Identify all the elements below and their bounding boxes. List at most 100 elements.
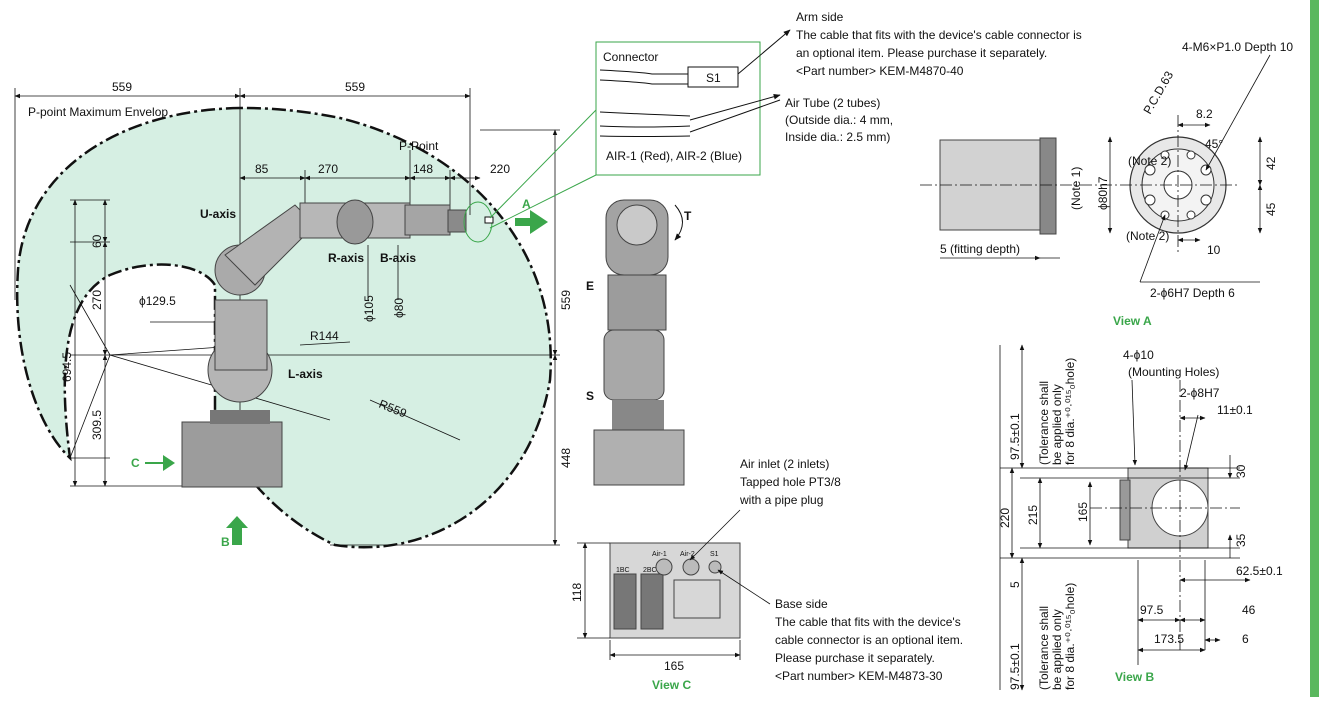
dim-118: 118 — [570, 583, 584, 602]
phi-80: ϕ80 — [392, 298, 406, 318]
view-a: 4-M6×P1.0 Depth 10 P.C.D.63 8.2 45° (Not… — [920, 40, 1293, 328]
dim-5: 5 — [1008, 581, 1022, 588]
s-label: S — [586, 389, 594, 403]
base-side-title: Base side — [775, 597, 828, 611]
view-c-title: View C — [652, 678, 691, 692]
envelope-label: P-point Maximum Envelop — [28, 105, 168, 119]
dim-165-c: 165 — [664, 659, 684, 673]
air-inlet-line-3: with a pipe plug — [739, 493, 823, 507]
tol-top-line-3: for 8 dia.⁺⁰·⁰¹⁵₀hole) — [1063, 358, 1077, 465]
base-side-line-4: <Part number> KEM-M4873-30 — [775, 669, 943, 683]
side-view: T E S — [586, 199, 692, 486]
conn-1bc: 1BC — [616, 567, 630, 574]
port-air-1: Air-1 — [652, 551, 667, 558]
conn-2bc: 2BC — [643, 567, 657, 574]
p-point-envelope — [15, 106, 553, 549]
dim-448: 448 — [559, 448, 573, 468]
arm-side-line-3: <Part number> KEM-M4870-40 — [796, 64, 964, 78]
e-label: E — [586, 279, 594, 293]
connector-inset: Connector S1 AIR-1 (Red), AIR-2 (Blue) A… — [595, 10, 1082, 176]
dim-11: 11±0.1 — [1217, 403, 1253, 417]
m6-label: 4-M6×P1.0 Depth 10 — [1182, 40, 1293, 54]
dim-30: 30 — [1234, 464, 1248, 478]
u-axis-label: U-axis — [200, 207, 236, 221]
dim-45: 45 — [1264, 202, 1278, 216]
tol-top-line-2: be applied only — [1050, 384, 1064, 465]
dim-10: 10 — [1207, 243, 1221, 257]
connector-label: Connector — [603, 50, 658, 64]
tol-bottom-dim: 97.5±0.1 — [1008, 643, 1022, 690]
dim-8-2: 8.2 — [1196, 107, 1213, 121]
dim-165: 165 — [1076, 502, 1090, 522]
phi8h7-label: 2-ϕ8H7 — [1180, 386, 1220, 400]
port-s1: S1 — [710, 551, 719, 558]
air-tube-line-3: Inside dia.: 2.5 mm) — [785, 130, 890, 144]
phi6h7-label: 2-ϕ6H7 Depth 6 — [1150, 286, 1235, 300]
dim-309-5: 309.5 — [90, 410, 104, 440]
tol-bottom-line-2: be applied only — [1050, 609, 1064, 690]
main-view: 559 559 P-point Maximum Envelop 85 270 P… — [14, 80, 597, 549]
l-axis-label: L-axis — [288, 367, 323, 381]
base-side-line-3: Please purchase it separately. — [775, 651, 935, 665]
view-c: Air-1 Air-2 S1 1BC 2BC Air inlet (2 inle… — [570, 457, 963, 692]
phi80h7-label: ϕ80h7 — [1096, 176, 1110, 210]
tol-top-line-1: (Tolerance shall — [1037, 381, 1051, 465]
mounting-holes-label: (Mounting Holes) — [1128, 365, 1219, 379]
arm-side-line-1: The cable that fits with the device's ca… — [796, 28, 1082, 42]
tol-bottom-line-1: (Tolerance shall — [1037, 606, 1051, 690]
arm-side-line-2: an optional item. Please purchase it sep… — [796, 46, 1047, 60]
dim-46: 46 — [1242, 603, 1256, 617]
note2-top: (Note 2) — [1128, 154, 1171, 168]
port-air-2: Air-2 — [680, 551, 695, 558]
dim-220: 220 — [998, 508, 1012, 528]
dim-148: 148 — [413, 162, 433, 176]
dim-62-5: 62.5±0.1 — [1236, 564, 1283, 578]
dim-270-left: 270 — [90, 290, 104, 310]
dim-97-5: 97.5 — [1140, 603, 1164, 617]
view-b: 4-ϕ10 (Mounting Holes) 2-ϕ8H7 11±0.1 97.… — [998, 344, 1283, 691]
air-tube-line-2: (Outside dia.: 4 mm, — [785, 113, 893, 127]
air-inlet-line-1: Air inlet (2 inlets) — [740, 457, 829, 471]
r-axis-label: R-axis — [328, 251, 364, 265]
arrow-c-label: C — [131, 456, 140, 470]
view-b-title: View B — [1115, 670, 1154, 684]
fitting-depth-label: 5 (fitting depth) — [940, 242, 1020, 256]
tol-bottom-line-3: for 8 dia.⁺⁰·⁰¹⁵₀hole) — [1063, 583, 1077, 690]
air-label: AIR-1 (Red), AIR-2 (Blue) — [606, 149, 742, 163]
arrow-a-label: A — [522, 197, 531, 211]
phi10-label: 4-ϕ10 — [1123, 348, 1154, 362]
b-axis-label: B-axis — [380, 251, 416, 265]
dim-35: 35 — [1234, 533, 1248, 547]
t-label: T — [684, 209, 692, 223]
dim-6: 6 — [1242, 632, 1249, 646]
air-tube-line-1: Air Tube (2 tubes) — [785, 96, 880, 110]
dim-559-left: 559 — [112, 80, 132, 94]
dim-559-right: 559 — [345, 80, 365, 94]
dim-173-5: 173.5 — [1154, 632, 1184, 646]
arm-side-title: Arm side — [796, 10, 844, 24]
dim-60: 60 — [90, 234, 104, 248]
phi-129-5: ϕ129.5 — [139, 294, 176, 308]
base-side-line-1: The cable that fits with the device's — [775, 615, 961, 629]
p-point-label: P-Point — [399, 139, 439, 153]
air-inlet-line-2: Tapped hole PT3/8 — [740, 475, 841, 489]
tol-top-dim: 97.5±0.1 — [1008, 413, 1022, 460]
s1-label: S1 — [706, 71, 721, 85]
r144-label: R144 — [310, 329, 339, 343]
dim-215: 215 — [1026, 505, 1040, 525]
dim-220-top: 220 — [490, 162, 510, 176]
page-edge-bar — [1310, 0, 1319, 697]
dim-85: 85 — [255, 162, 269, 176]
phi-105: ϕ105 — [362, 295, 376, 322]
view-arrows — [145, 210, 548, 545]
view-a-title: View A — [1113, 314, 1152, 328]
deg-45: 45° — [1205, 137, 1223, 151]
note2-bottom: (Note 2) — [1126, 229, 1169, 243]
arrow-b-label: B — [221, 535, 230, 549]
dim-559-vert: 559 — [559, 290, 573, 310]
base-side-line-2: cable connector is an optional item. — [775, 633, 963, 647]
dim-270-top: 270 — [318, 162, 338, 176]
dim-694-5: 694.5 — [60, 352, 74, 382]
